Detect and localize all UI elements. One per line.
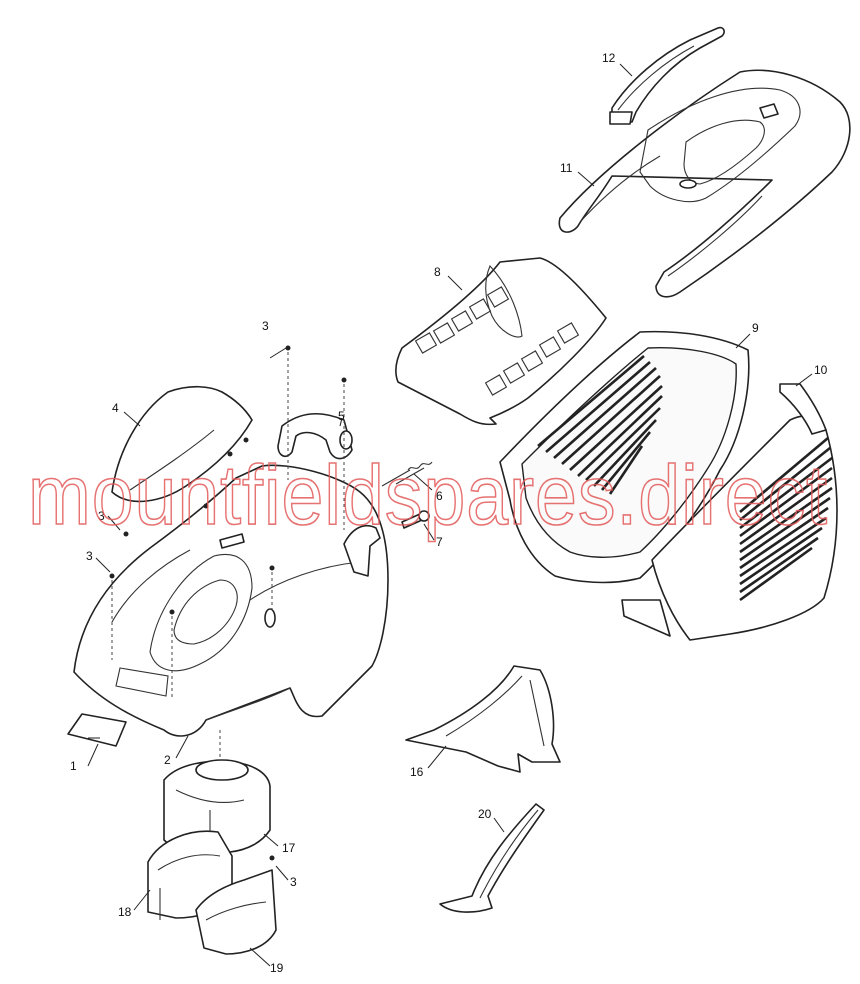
label-12: 12 <box>602 51 616 65</box>
label-2: 2 <box>164 753 171 767</box>
part-6-spring <box>381 461 433 487</box>
label-17: 17 <box>282 841 296 855</box>
part-2-main-deck <box>73 464 389 737</box>
part-4-rear-cover <box>111 385 253 503</box>
label-7: 7 <box>436 535 443 549</box>
label-20: 20 <box>478 807 492 821</box>
label-19: 19 <box>270 961 284 975</box>
part-9-grass-bag-frame <box>499 330 750 637</box>
assembly-lines <box>111 352 345 760</box>
label-3-b: 3 <box>98 509 105 523</box>
part-7-bolt <box>401 510 430 529</box>
label-6: 6 <box>436 489 443 503</box>
label-16: 16 <box>410 765 424 779</box>
part-12-handle-grip <box>609 26 725 125</box>
part-labels: 1 2 3 3 3 3 4 5 6 7 8 9 10 11 12 16 17 1… <box>70 51 828 975</box>
label-5: 5 <box>338 409 345 423</box>
part-17-lower-housing <box>163 759 271 853</box>
part-1-front-plate <box>67 713 127 747</box>
label-1: 1 <box>70 759 77 773</box>
label-11: 11 <box>560 161 573 175</box>
part-20-mulch-plug <box>439 803 545 913</box>
part-5-handle-bracket <box>277 412 353 460</box>
label-3-c: 3 <box>86 549 93 563</box>
screws <box>109 345 347 861</box>
label-3-d: 3 <box>290 875 297 889</box>
label-18: 18 <box>118 905 132 919</box>
part-19-front-housing <box>195 869 277 955</box>
label-8: 8 <box>434 265 441 279</box>
part-8-top-panel <box>395 257 607 426</box>
label-3-a: 3 <box>262 319 269 333</box>
label-9: 9 <box>752 321 759 335</box>
part-10-bag-side-panel <box>651 383 838 641</box>
label-10: 10 <box>814 363 828 377</box>
part-11-bag-top-cover <box>558 69 851 298</box>
part-16-discharge-bracket <box>405 665 561 773</box>
watermark-text: mountfieldspares.direct <box>28 448 828 542</box>
label-4: 4 <box>112 401 119 415</box>
leader-lines <box>87 63 813 967</box>
